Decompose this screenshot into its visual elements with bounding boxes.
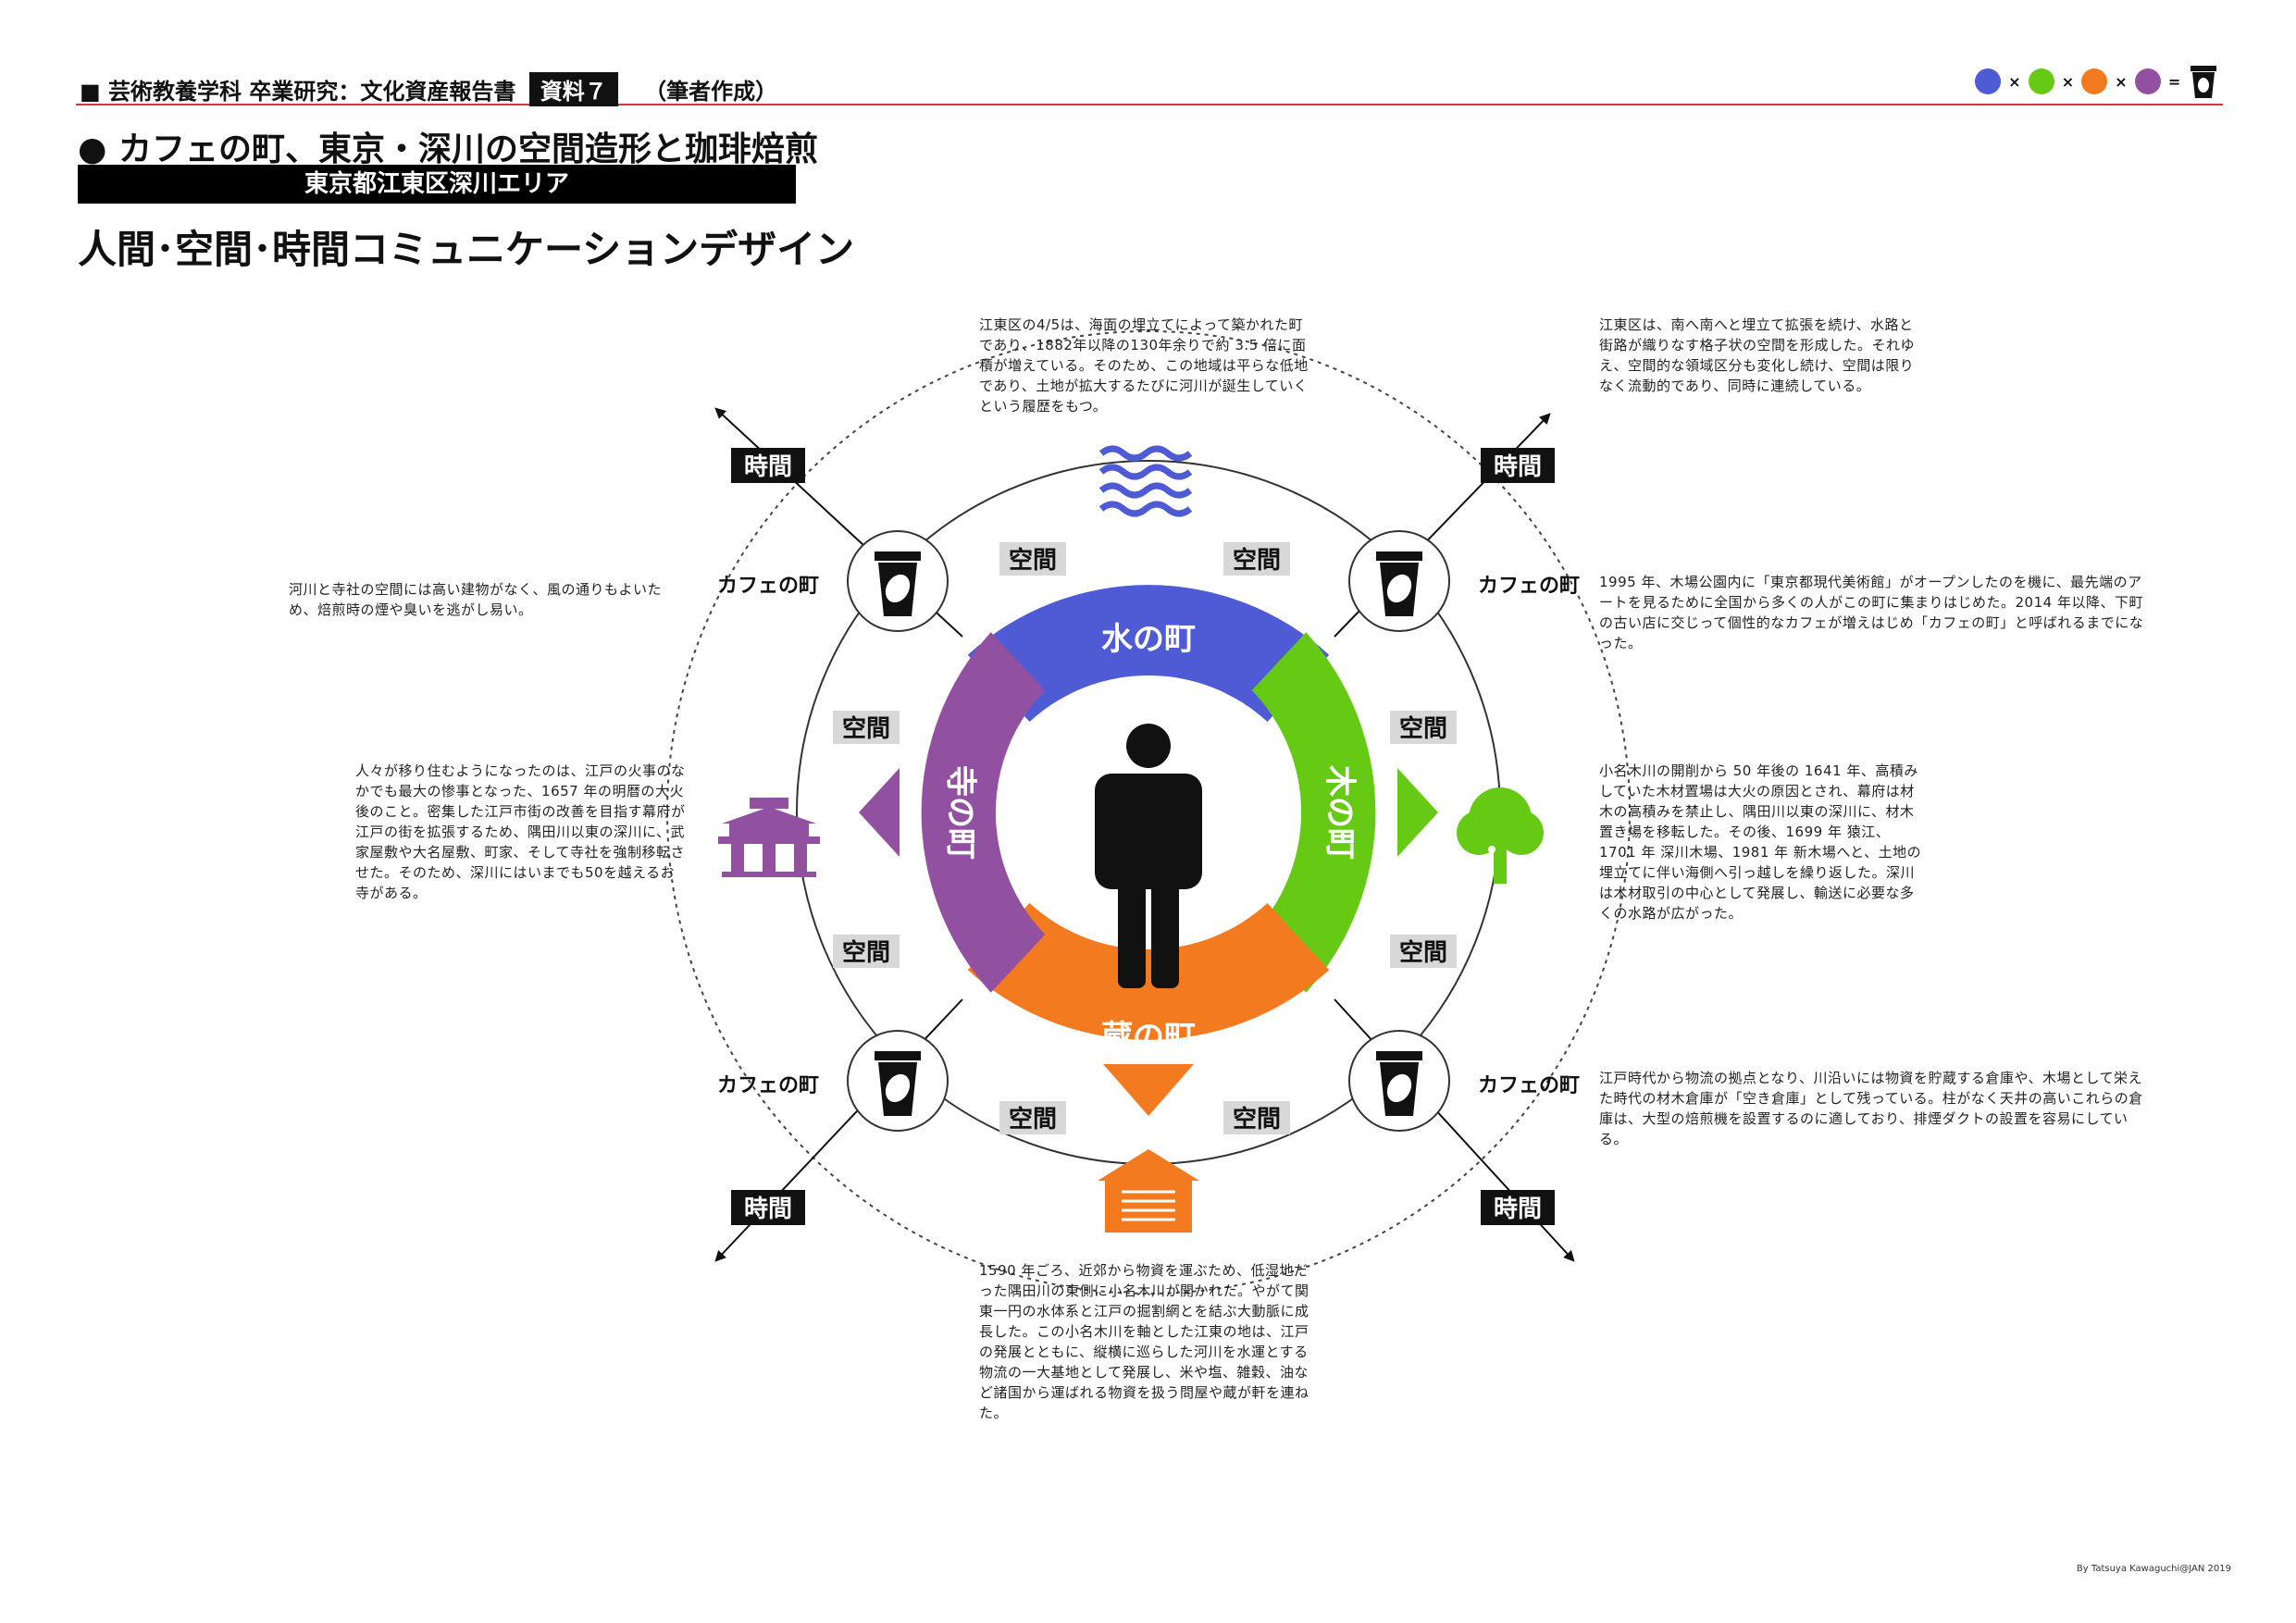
segment-tree: [1251, 632, 1376, 993]
headline: ● カフェの町、東京・深川の空間造形と珈琲焙煎: [78, 130, 818, 168]
segment-water-label: 水の町: [1101, 621, 1196, 658]
cafe-label-top-right: カフェの町: [1478, 575, 1580, 598]
water-waves-icon: [1098, 445, 1193, 517]
cafe-label-bottom-right: カフェの町: [1478, 1074, 1580, 1097]
cafe-label-bottom-left: カフェの町: [717, 1074, 819, 1097]
cafe-node-bottom-right: [1348, 1030, 1450, 1132]
segment-temple: [921, 632, 1046, 993]
times-sign: ×: [2008, 72, 2021, 91]
space-label: 空間: [1233, 1105, 1281, 1134]
space-label: 空間: [1009, 1105, 1057, 1134]
document-badge: 資料７: [528, 72, 618, 106]
segment-temple-label: 寺の町: [942, 765, 979, 860]
area-label: 東京都江東区深川エリア: [78, 165, 796, 204]
space-label: 空間: [1009, 546, 1057, 575]
text-left-middle: 人々が移り住むようになったのは、江戸の火事のなかでも最大の惨事となった、1657…: [355, 762, 686, 901]
text-right-middle: 小名木川の開削から 50 年後の 1641 年、高積みしていた木材置場は大火の原…: [1599, 762, 1922, 922]
author-note: （筆者作成）: [644, 79, 778, 105]
cafe-node-top-left: [847, 530, 949, 632]
segment-storehouse-pointer: [1103, 1064, 1194, 1116]
header-title: ■ 芸術教養学科 卒業研究：文化資産報告書: [80, 79, 516, 105]
times-sign: ×: [2115, 72, 2128, 91]
time-label: 時間: [744, 1196, 792, 1223]
storehouse-icon: [2081, 68, 2108, 94]
segment-tree-pointer: [1397, 768, 1438, 857]
text-right-lower: 江戸時代から物流の拠点となり、川沿いには物資を貯蔵する倉庫や、木場として栄えた時…: [1599, 1070, 2143, 1147]
credit: By Tatsuya Kawaguchi@JAN 2019: [2076, 1564, 2231, 1574]
temple-icon: [2134, 68, 2161, 94]
times-sign: ×: [2061, 72, 2075, 91]
text-top: 江東区の4/5は、海面の埋立てによって築かれた町であり、1882年以降の130年…: [979, 316, 1309, 415]
time-label: 時間: [1494, 1196, 1542, 1223]
subtitle: 人間･空間･時間コミュニケーションデザイン: [78, 227, 855, 272]
text-bottom: 1590 年ごろ、近郊から物資を運ぶため、低湿地だった隅田川の東側に小名木川が開…: [979, 1262, 1309, 1421]
space-label: 空間: [842, 938, 890, 967]
segment-tree-label: 木の町: [1322, 764, 1359, 860]
text-right-upper: 1995 年、木場公園内に「東京都現代美術館」がオープンしたのを機に、最先端のア…: [1599, 574, 2144, 651]
tree-icon: [2028, 68, 2054, 94]
segment-storehouse-label: 蔵の町: [1101, 1019, 1196, 1056]
space-label: 空間: [1399, 714, 1447, 743]
space-label: 空間: [1399, 938, 1447, 967]
header-title-row: ■ 芸術教養学科 卒業研究：文化資産報告書 資料７ （筆者作成）: [80, 72, 777, 106]
cafe-node-top-right: [1348, 530, 1450, 632]
text-left-upper: 河川と寺社の空間には高い建物がなく、風の通りもよいため、焙煎時の煙や臭いを逃がし…: [289, 581, 663, 618]
cafe-label-top-left: カフェの町: [717, 575, 819, 598]
segment-storehouse: [967, 903, 1330, 1040]
temple-icon: [718, 798, 820, 877]
space-label: 空間: [1233, 546, 1281, 575]
outer-dashed-circle: [666, 330, 1631, 1295]
icon-equation: × × × =: [1975, 63, 2219, 100]
space-label: 空間: [842, 714, 890, 743]
coffee-cup-icon: [2191, 66, 2217, 98]
storehouse-icon: [1098, 1149, 1199, 1233]
time-label: 時間: [744, 453, 792, 481]
segment-water-pointer: [1103, 603, 1194, 654]
tree-icon: [1457, 787, 1544, 884]
water-icon: [1975, 68, 2001, 94]
time-label: 時間: [1494, 453, 1542, 481]
header-divider: [76, 104, 2223, 105]
person-icon: [1095, 724, 1202, 988]
cafe-node-bottom-left: [847, 1030, 949, 1132]
equals-sign: =: [2167, 72, 2181, 91]
text-top-right: 江東区は、南へ南へと埋立て拡張を続け、水路と街路が織りなす格子状の空間を形成した…: [1599, 316, 1916, 394]
segment-temple-pointer: [859, 768, 900, 857]
